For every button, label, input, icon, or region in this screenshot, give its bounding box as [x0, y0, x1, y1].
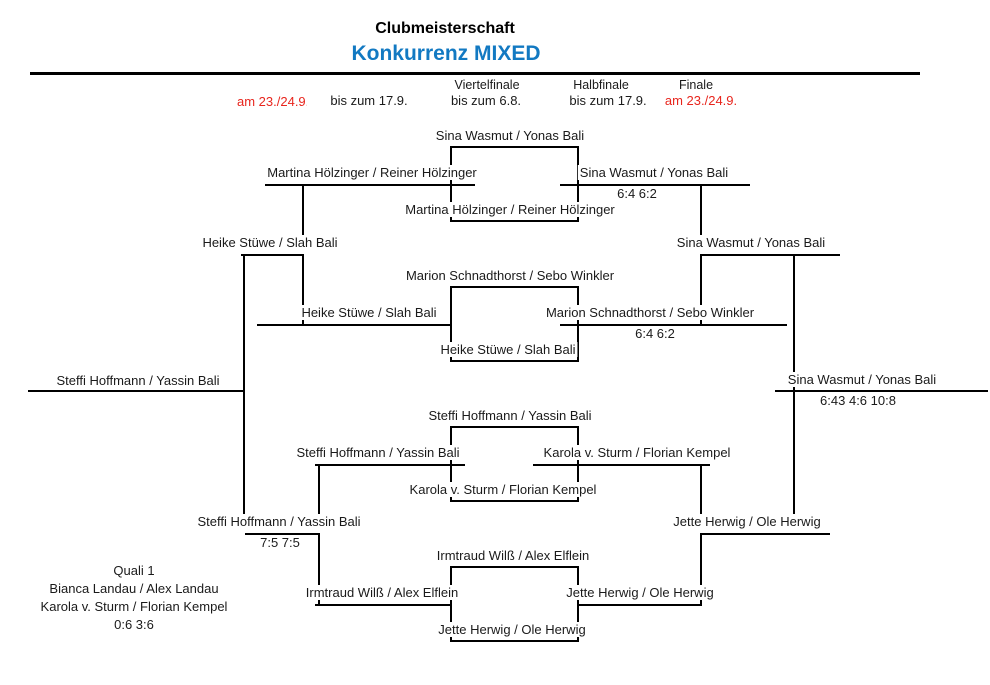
round-deadline-halbfinale: bis zum 17.9. [569, 93, 647, 108]
consolation-sf2-winner: Steffi Hoffmann / Yassin Bali [195, 514, 363, 529]
qf1-winner: Sina Wasmut / Yonas Bali [577, 165, 731, 180]
quali-team2: Karola v. Sturm / Florian Kempel [38, 599, 230, 614]
consolation-sf1-winner: Heike Stüwe / Slah Bali [200, 235, 340, 250]
consolation-final-connector [243, 254, 245, 514]
consolation-champion-underline [28, 390, 245, 392]
sf2-winner-underline [700, 533, 830, 535]
qf1-winner-underline [560, 184, 750, 186]
quali-team1: Bianca Landau / Alex Landau [47, 581, 221, 596]
qf4-winner-underline [577, 604, 700, 606]
qf4-loser-underline [315, 604, 452, 606]
qf4-winner: Jette Herwig / Ole Herwig [564, 585, 716, 600]
qf3-loser: Steffi Hoffmann / Yassin Bali [294, 445, 462, 460]
round-header-halbfinale: Halbfinale [573, 78, 629, 92]
qf4-loser: Irmtraud Wilß / Alex Elflein [303, 585, 461, 600]
round-header-viertelfinale: Viertelfinale [454, 78, 520, 92]
qf3-winner: Karola v. Sturm / Florian Kempel [541, 445, 733, 460]
qf4-bracket-line [450, 566, 579, 568]
qf2-loser-underline [257, 324, 450, 326]
qf1-loser: Martina Hölzinger / Reiner Hölzinger [265, 165, 479, 180]
qf2-score: 6:4 6:2 [633, 326, 677, 341]
final-score: 6:43 4:6 10:8 [818, 393, 898, 408]
round-deadline-1: am 23./24.9. [237, 94, 307, 109]
sf2-connector-top [700, 464, 702, 514]
final-winner: Sina Wasmut / Yonas Bali [785, 372, 939, 387]
sf1-winner: Sina Wasmut / Yonas Bali [674, 235, 828, 250]
qf1-loser-underline [265, 184, 475, 186]
qf3-loser-underline [315, 464, 465, 466]
qf4-team-top: Irmtraud Wilß / Alex Elflein [434, 548, 592, 563]
round-header-finale: Finale [678, 78, 714, 92]
qf3-team-top: Steffi Hoffmann / Yassin Bali [426, 408, 594, 423]
qf2-team-bottom: Heike Stüwe / Slah Bali [438, 342, 578, 357]
quali-label: Quali 1 [111, 563, 157, 578]
qf2-bracket-line [450, 286, 579, 288]
sf1-connector-bottom [700, 254, 702, 326]
header-divider [30, 72, 920, 75]
round-deadline-finale: am 23./24.9. [664, 93, 738, 108]
quali-score: 0:6 3:6 [112, 617, 156, 632]
qf3-winner-underline [533, 464, 710, 466]
consolation-sf2-connector-bottom [318, 533, 320, 606]
sf2-winner: Jette Herwig / Ole Herwig [671, 514, 823, 529]
qf3-team-bottom: Karola v. Sturm / Florian Kempel [407, 482, 599, 497]
qf4-team-bottom: Jette Herwig / Ole Herwig [436, 622, 588, 637]
sf1-winner-underline [700, 254, 840, 256]
round-deadline-viertelfinale: bis zum 6.8. [450, 93, 522, 108]
qf1-team-top: Sina Wasmut / Yonas Bali [433, 128, 587, 143]
qf3-bracket-line [450, 426, 579, 428]
page-title: Clubmeisterschaft [375, 20, 515, 37]
consolation-sf1-connector-bottom [302, 254, 304, 326]
qf2-left-leg [450, 286, 452, 362]
consolation-sf2-score: 7:5 7:5 [258, 535, 302, 550]
qf4-bottom-underline [452, 640, 579, 642]
qf1-bracket-line [450, 146, 579, 148]
consolation-sf2-connector-top [318, 464, 320, 514]
qf2-loser: Heike Stüwe / Slah Bali [299, 305, 439, 320]
qf1-bottom-underline [452, 220, 579, 222]
qf1-team-bottom: Martina Hölzinger / Reiner Hölzinger [403, 202, 617, 217]
consolation-sf1-winner-underline [241, 254, 304, 256]
qf3-bottom-underline [452, 500, 579, 502]
consolation-sf2-winner-underline [245, 533, 320, 535]
champion-underline [775, 390, 988, 392]
consolation-sf1-connector-top [302, 184, 304, 236]
consolation-final-winner: Steffi Hoffmann / Yassin Bali [54, 373, 222, 388]
qf2-team-top: Marion Schnadthorst / Sebo Winkler [403, 268, 617, 283]
qf2-winner: Marion Schnadthorst / Sebo Winkler [543, 305, 757, 320]
round-deadline-2: bis zum 17.9. [330, 93, 408, 108]
sf2-connector-bottom [700, 533, 702, 606]
tournament-title: Konkurrenz MIXED [351, 42, 541, 65]
qf2-winner-underline [560, 324, 787, 326]
qf1-score: 6:4 6:2 [615, 186, 659, 201]
qf2-bottom-underline [452, 360, 579, 362]
sf1-connector-top [700, 184, 702, 236]
